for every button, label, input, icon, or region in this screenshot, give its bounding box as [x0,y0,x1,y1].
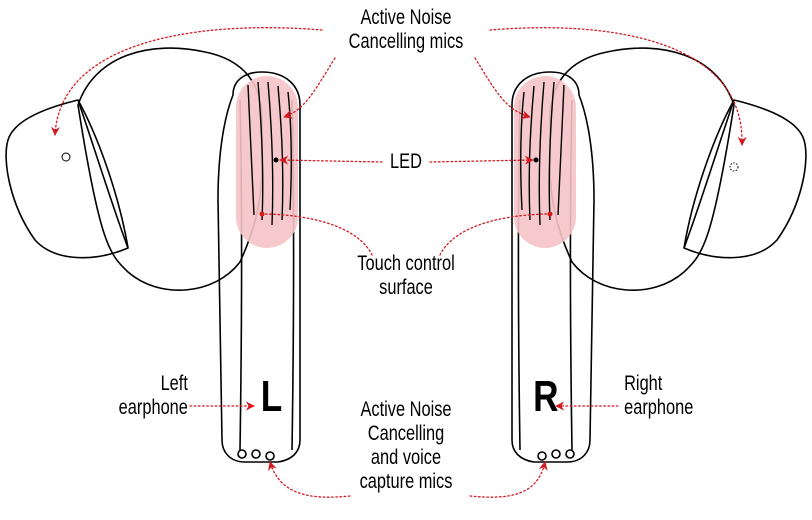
leader-anc-voice-left [268,461,351,498]
right-bottom-mic-hole [551,449,561,459]
left-touch-dot [259,211,265,217]
left-led [273,157,279,163]
label-touch-control: Touch control surface [357,252,455,299]
right-led [533,157,539,163]
left-head-mic-hole [61,152,71,162]
leader-anc-top-right-head [489,27,747,146]
leader-anc-top-left-head [50,27,323,136]
leader-led-right [429,155,534,165]
left-earphone-head [77,47,263,291]
left-bottom-mic-hole [237,449,247,459]
left-ear-tip [5,99,129,259]
right-earphone-head [549,47,735,291]
right-bottom-mic-hole [537,451,547,461]
right-earphone-stem [511,71,595,463]
leader-touch-right [439,213,549,256]
label-anc-voice-mics: Active Noise Cancelling and voice captur… [359,398,453,493]
leader-anc-top-left-stem [283,57,336,119]
right-side-letter: R [533,372,559,421]
left-bottom-mic-hole [251,449,261,459]
label-led: LED [390,150,422,173]
right-touch-dot [547,211,553,217]
right-bottom-mic-hole [565,449,575,459]
label-anc-mics-top: Active Noise Cancelling mics [348,6,464,53]
right-head-mic-hole [729,162,739,172]
label-right-earphone: Right earphone [624,372,694,419]
leader-touch-left [263,213,373,256]
right-ear-tip [683,99,807,259]
label-left-earphone: Left earphone [118,372,188,419]
left-earphone-stem [217,71,301,463]
leader-anc-top-right-stem [474,57,531,120]
left-side-letter: L [260,372,283,421]
leader-anc-voice-right [469,461,548,498]
left-bottom-mic-hole [265,451,275,461]
leader-led-left [279,155,383,165]
